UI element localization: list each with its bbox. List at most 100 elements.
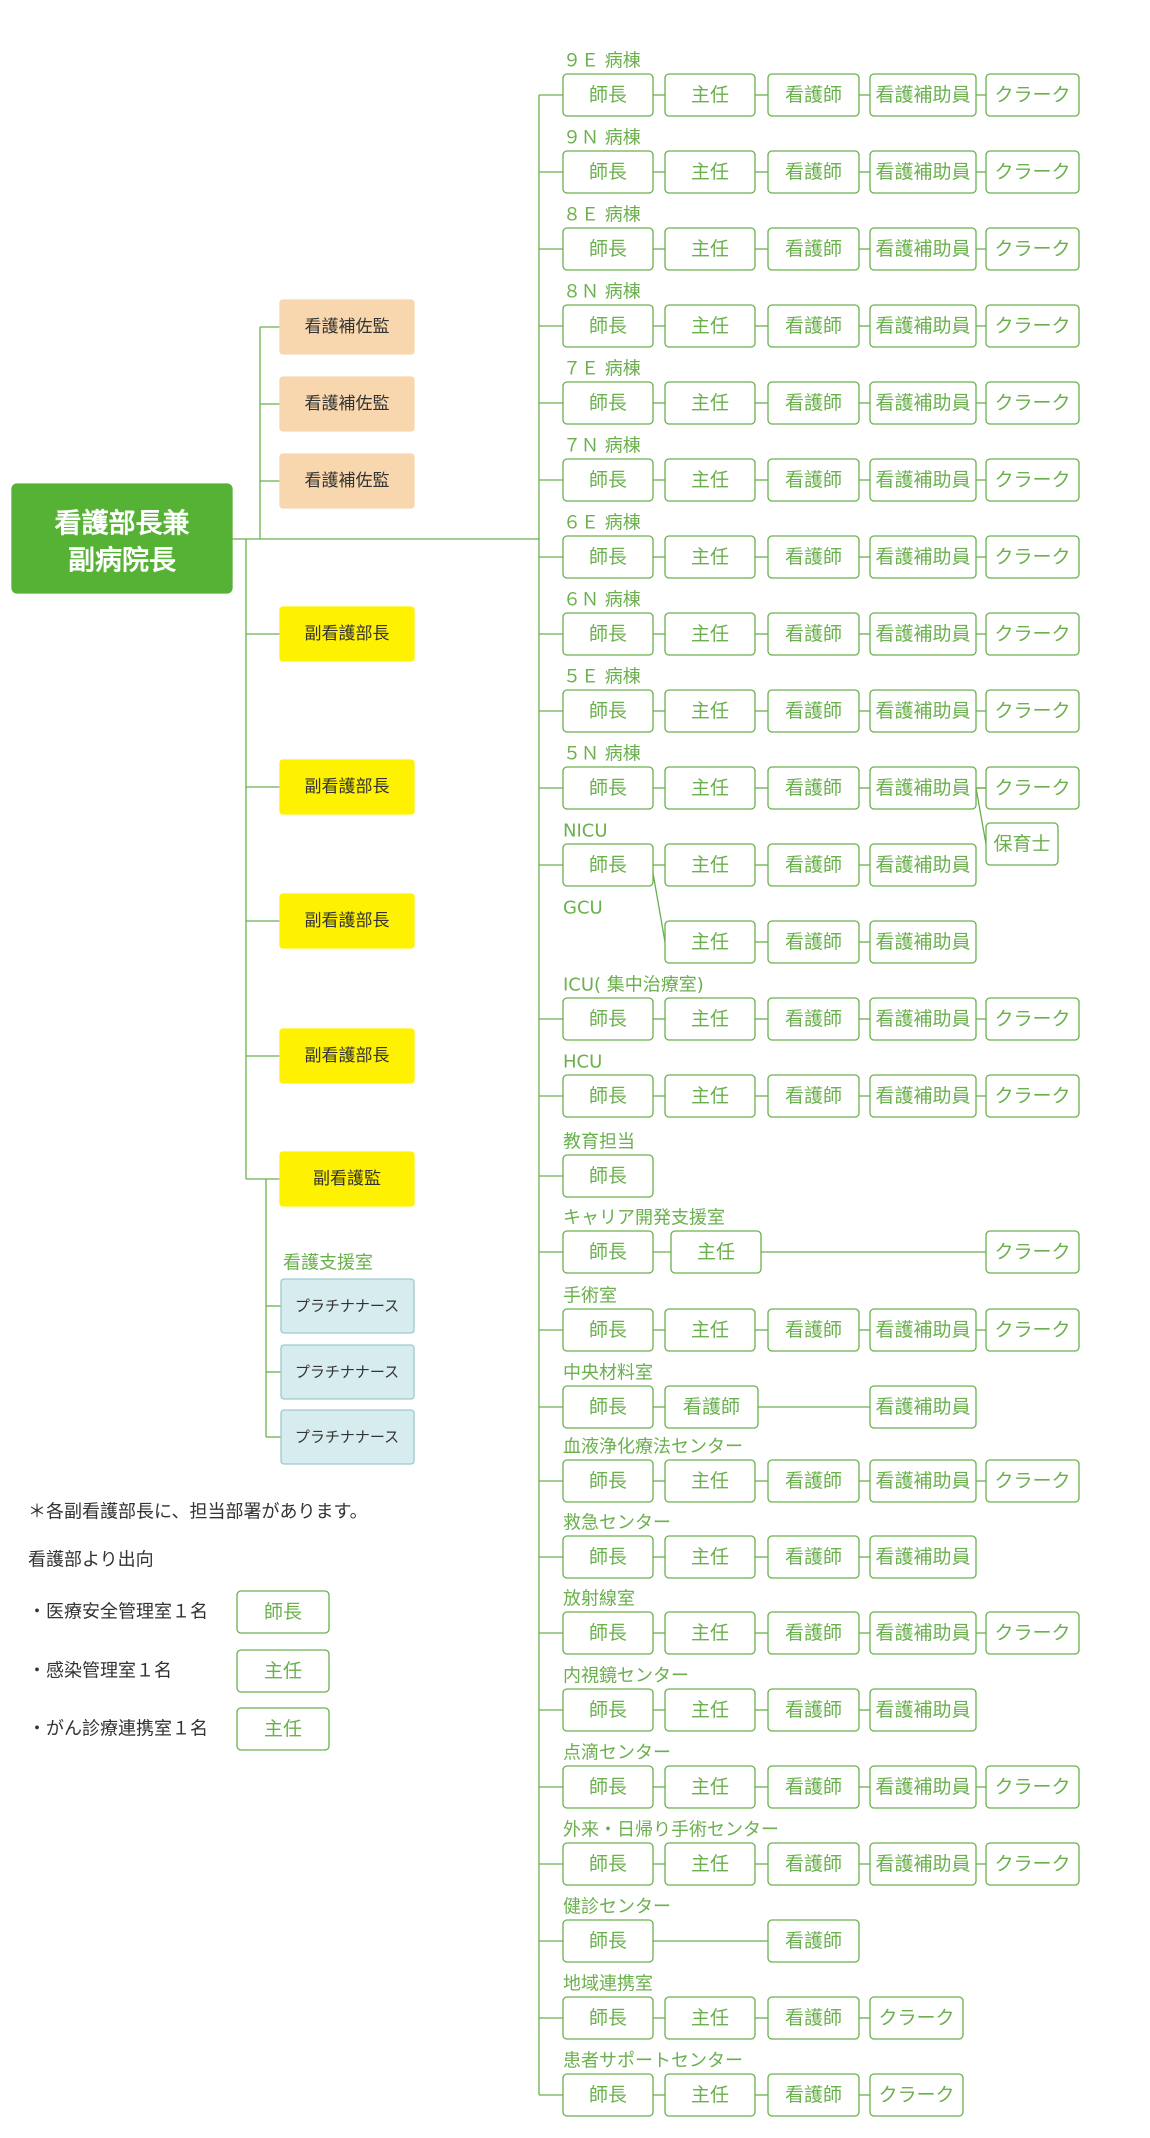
role-label: 看護補助員: [875, 161, 970, 183]
department-name: ６Ｅ 病棟: [563, 513, 641, 534]
role-label: 師長: [589, 392, 627, 414]
role-label: 看護師: [785, 84, 842, 106]
role-box-frame: [985, 1611, 1080, 1655]
role-label: クラーク: [994, 623, 1070, 645]
role-label: クラーク: [994, 1008, 1070, 1030]
role-label: 主任: [691, 1699, 729, 1721]
platinum-nurse-box: [280, 1344, 415, 1400]
role-label: クラーク: [994, 238, 1070, 260]
role-box-frame: [985, 1765, 1080, 1809]
role-box: [985, 1765, 1080, 1809]
role-label: クラーク: [994, 84, 1070, 106]
role-box-frame: [985, 458, 1080, 502]
role-label: 看護補助員: [875, 1699, 970, 1721]
role-box-frame: [869, 2073, 964, 2117]
role-label: 看護師: [785, 2084, 842, 2106]
role-label: 看護補助員: [875, 546, 970, 568]
role-box: [985, 1074, 1080, 1118]
role-label: 看護師: [785, 854, 842, 876]
deputy-box: [279, 893, 415, 949]
role-label: 看護師: [785, 1319, 842, 1341]
role-label: 主任: [691, 1546, 729, 1568]
department-name: ７Ｅ 病棟: [563, 359, 641, 380]
role-box: [985, 1842, 1080, 1886]
role-label: 主任: [691, 700, 729, 722]
deputy-label: 副看護部長: [305, 624, 390, 644]
assistant-label: 看護補佐監: [305, 394, 390, 414]
role-label: 看護補助員: [875, 1622, 970, 1644]
role-label: 主任: [691, 392, 729, 414]
dispatch-role-box-frame: [236, 1649, 330, 1693]
deputy-box: [279, 1028, 415, 1084]
department-name: 放射線室: [563, 1589, 635, 1610]
role-label: クラーク: [994, 469, 1070, 491]
role-box-frame: [985, 612, 1080, 656]
role-label: 師長: [589, 623, 627, 645]
role-label: 看護師: [785, 1546, 842, 1568]
role-label: 師長: [589, 1699, 627, 1721]
role-box: [985, 1611, 1080, 1655]
role-label: クラーク: [878, 2084, 954, 2106]
role-label: 看護補助員: [875, 777, 970, 799]
deputy-box-frame: [279, 606, 415, 662]
role-label: 看護師: [785, 161, 842, 183]
role-label: 主任: [691, 238, 729, 260]
support-office-label: 看護支援室: [283, 1253, 373, 1274]
department-name: 健診センター: [563, 1897, 671, 1918]
dispatch-role-box: [236, 1649, 330, 1693]
role-box: [869, 1996, 964, 2040]
role-label: 看護補助員: [875, 1319, 970, 1341]
role-label: 師長: [589, 700, 627, 722]
role-label: 主任: [691, 1622, 729, 1644]
dispatch-role-box: [236, 1707, 330, 1751]
role-label: 看護師: [683, 1396, 740, 1418]
deputy-box-frame: [279, 893, 415, 949]
role-box: [985, 150, 1080, 194]
dispatch-role-box-frame: [236, 1590, 330, 1634]
role-label: 師長: [589, 1241, 627, 1263]
role-box: [985, 1308, 1080, 1352]
role-label: 主任: [691, 1085, 729, 1107]
role-label: 師長: [589, 546, 627, 568]
role-label: 師長: [589, 238, 627, 260]
department-name: ６Ｎ 病棟: [563, 590, 641, 611]
role-label: 師長: [589, 315, 627, 337]
role-label: 主任: [691, 1853, 729, 1875]
role-box-frame: [985, 1842, 1080, 1886]
role-label: 看護補助員: [875, 1776, 970, 1798]
department-name: ８Ｅ 病棟: [563, 205, 641, 226]
role-box-frame: [985, 381, 1080, 425]
deputy-box: [279, 1151, 415, 1207]
role-box-frame: [985, 150, 1080, 194]
role-label: 看護師: [785, 546, 842, 568]
role-box: [985, 73, 1080, 117]
role-label: 師長: [589, 1853, 627, 1875]
gcu-link-line: [652, 872, 666, 943]
role-label: 主任: [691, 1470, 729, 1492]
role-label: 師長: [589, 84, 627, 106]
role-box: [985, 997, 1080, 1041]
role-label: 看護師: [785, 931, 842, 953]
department-name: 地域連携室: [563, 1974, 653, 1995]
department-name: 中央材料室: [563, 1363, 653, 1384]
role-label: 師長: [589, 1930, 627, 1952]
role-label: 看護師: [785, 1008, 842, 1030]
dispatch-role-label: 師長: [264, 1601, 302, 1623]
deputy-box: [279, 759, 415, 815]
role-label: 看護師: [785, 315, 842, 337]
role-label: 看護師: [785, 392, 842, 414]
role-label: 師長: [589, 1396, 627, 1418]
role-label: 師長: [589, 1776, 627, 1798]
dispatch-item-text: ・感染管理室１名: [28, 1661, 172, 1682]
role-box: [869, 1535, 977, 1579]
department-name: ５Ｅ 病棟: [563, 667, 641, 688]
role-label: 主任: [691, 854, 729, 876]
assistant-box-frame: [279, 376, 415, 432]
role-label: 看護補助員: [875, 238, 970, 260]
role-label: 看護補助員: [875, 392, 970, 414]
role-label: 看護補助員: [875, 1853, 970, 1875]
role-label: 師長: [589, 1008, 627, 1030]
role-label: クラーク: [994, 161, 1070, 183]
department-name: 内視鏡センター: [563, 1666, 689, 1687]
